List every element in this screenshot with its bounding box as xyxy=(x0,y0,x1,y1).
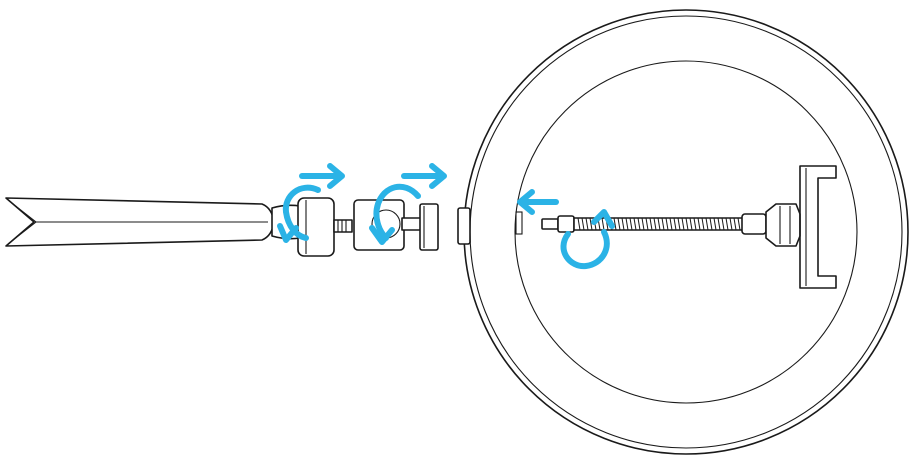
gooseneck-coil-ridge xyxy=(645,217,649,231)
gooseneck-coil-ridge xyxy=(729,217,733,231)
ring-light xyxy=(457,9,909,455)
ball-head-neck xyxy=(401,217,423,231)
gooseneck-coil-ridge xyxy=(641,217,645,231)
assembly-cues xyxy=(277,163,615,270)
gooseneck-coil-ridge xyxy=(617,217,621,231)
tripod-screw xyxy=(333,219,353,233)
rotate-clockwise-icon xyxy=(560,209,615,270)
gooseneck-coil-ridge xyxy=(613,217,617,231)
gooseneck-coil-ridge xyxy=(657,217,661,231)
gooseneck-coil-ridge xyxy=(629,217,633,231)
gooseneck-coil-ridge xyxy=(677,217,681,231)
gooseneck-coil-ridge xyxy=(633,217,637,231)
gooseneck-coil-ridge xyxy=(661,217,665,231)
gooseneck-coil-ridge xyxy=(701,217,705,231)
tripod-head xyxy=(297,197,335,257)
push-right-arrow-icon xyxy=(299,163,345,189)
gooseneck-joint xyxy=(741,213,767,235)
holder-knob xyxy=(765,203,801,247)
gooseneck-plug xyxy=(541,218,559,230)
gooseneck-coil-ridge xyxy=(681,217,685,231)
gooseneck-coil-ridge xyxy=(637,217,641,231)
gooseneck-phone-holder xyxy=(541,165,837,289)
gooseneck-collar xyxy=(557,215,575,233)
ball-head-mount xyxy=(353,199,439,251)
gooseneck-coil-ridge xyxy=(589,217,593,231)
rotate-clockwise-icon xyxy=(369,183,421,245)
ring-inner-socket xyxy=(515,211,523,235)
ring-outer-edge-inner xyxy=(469,15,903,449)
push-left-arrow-icon xyxy=(517,189,559,215)
gooseneck-coil-ridge xyxy=(689,217,693,231)
gooseneck-coil-ridge xyxy=(601,217,605,231)
gooseneck-coil-ridge xyxy=(697,217,701,231)
ring-inner-edge xyxy=(514,60,858,404)
gooseneck-coil-ridge xyxy=(693,217,697,231)
gooseneck-coil-ridge xyxy=(585,217,589,231)
gooseneck-coil-ridge xyxy=(733,217,737,231)
gooseneck-coil-ridge xyxy=(721,217,725,231)
gooseneck-coil-ridge xyxy=(581,217,585,231)
gooseneck-coil-ridge xyxy=(649,217,653,231)
gooseneck-coil-ridge xyxy=(725,217,729,231)
gooseneck-coil-ridge xyxy=(653,217,657,231)
phone-clamp xyxy=(799,165,837,289)
ball-head-plate xyxy=(419,203,439,251)
gooseneck-coil-ridge xyxy=(577,217,581,231)
gooseneck-coil-ridge xyxy=(717,217,721,231)
ring-mount-socket xyxy=(457,207,471,245)
tripod-stand xyxy=(5,197,353,257)
rotate-clockwise-icon xyxy=(277,184,321,243)
gooseneck-coil-ridge xyxy=(705,217,709,231)
gooseneck-coil-ridge xyxy=(665,217,669,231)
ring-outer-edge xyxy=(463,9,909,455)
tripod-leg-fold-line xyxy=(7,199,37,245)
gooseneck-coil-ridge xyxy=(709,217,713,231)
gooseneck-coil-ridge xyxy=(685,217,689,231)
gooseneck-coil-ridge xyxy=(713,217,717,231)
push-right-arrow-icon xyxy=(401,163,447,189)
gooseneck-coil-ridge xyxy=(737,217,741,231)
gooseneck-coil-ridge xyxy=(673,217,677,231)
gooseneck-coil-ridge xyxy=(669,217,673,231)
gooseneck-coil-ridge xyxy=(625,217,629,231)
gooseneck-coil-ridge xyxy=(621,217,625,231)
